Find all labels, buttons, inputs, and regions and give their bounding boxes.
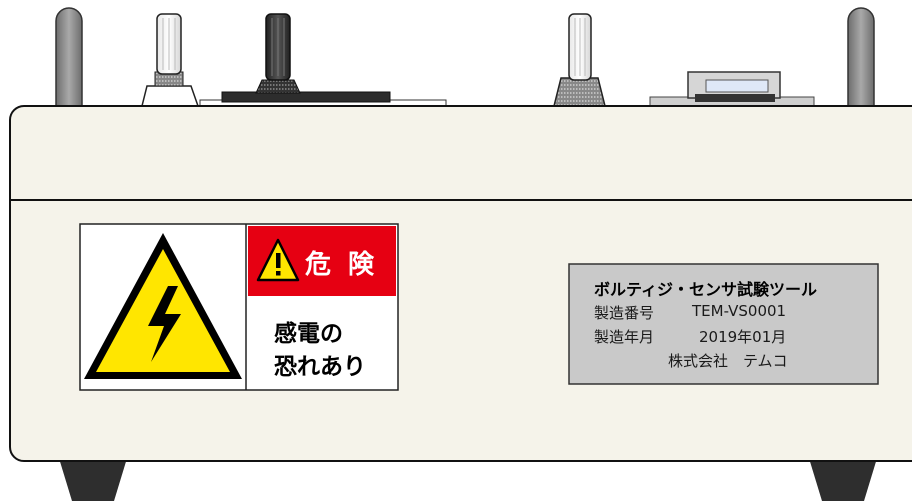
left-knob bbox=[141, 13, 200, 107]
electric-shock-icon bbox=[84, 233, 242, 379]
warning-text-line1: 感電の bbox=[274, 321, 343, 347]
left-handle-rod bbox=[55, 7, 83, 119]
caution-icon bbox=[256, 238, 300, 282]
center-knob bbox=[199, 13, 447, 109]
product-nameplate bbox=[568, 263, 879, 385]
nameplate-title: ボルティジ・センサ試験ツール bbox=[594, 280, 818, 299]
date-label: 製造年月 bbox=[594, 328, 655, 346]
serial-label: 製造番号 bbox=[594, 304, 655, 322]
right-foot bbox=[808, 455, 878, 501]
danger-header-text: 危 険 bbox=[305, 250, 379, 280]
left-foot bbox=[58, 455, 128, 501]
danger-warning-label bbox=[79, 223, 399, 391]
maker-name: 株式会社 テムコ bbox=[668, 352, 788, 370]
right-handle-rod bbox=[847, 7, 875, 119]
right-knob bbox=[553, 13, 606, 107]
connector-block bbox=[649, 71, 815, 108]
serial-value: TEM-VS0001 bbox=[692, 302, 787, 320]
warning-text-line2: 恐れあり bbox=[274, 354, 366, 380]
date-value: 2019年01月 bbox=[699, 328, 787, 346]
